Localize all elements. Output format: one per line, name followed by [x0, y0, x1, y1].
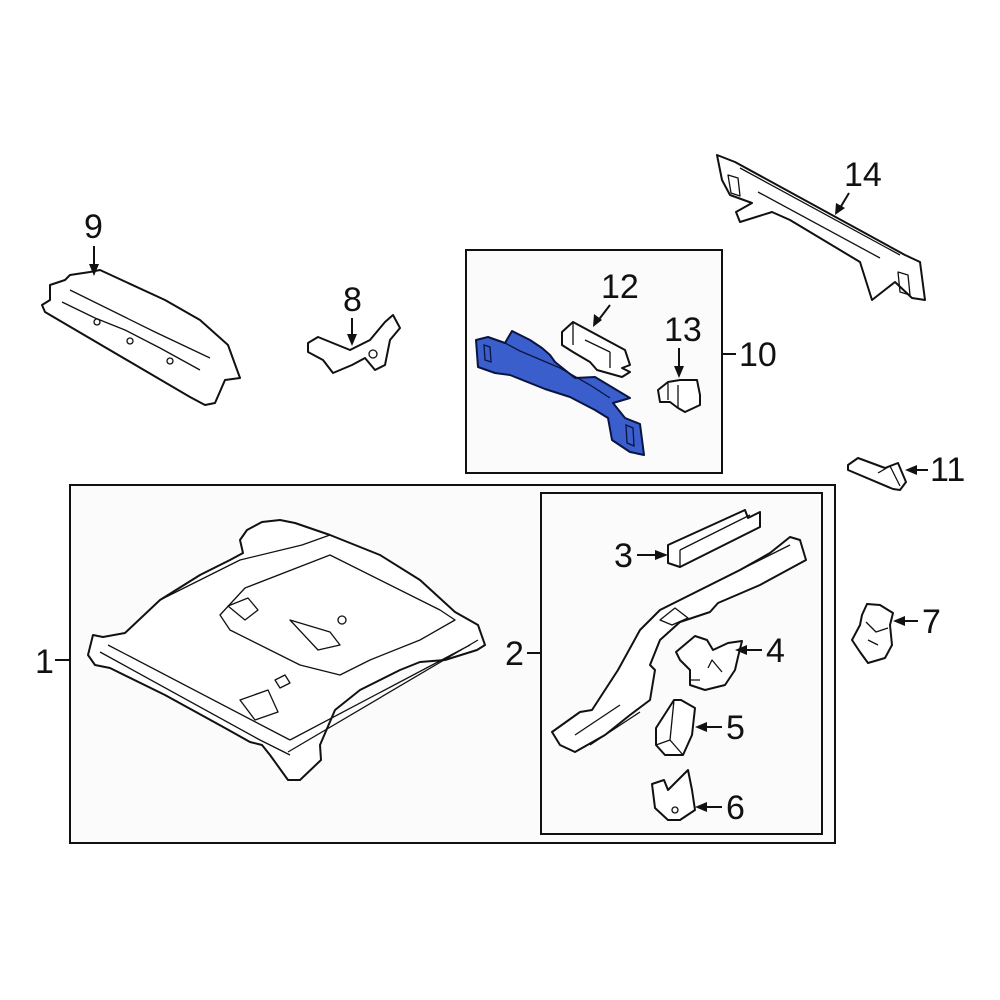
part-14-crossmember[interactable] — [716, 154, 926, 301]
part-1-floor-pan[interactable] — [87, 519, 486, 781]
callout-7[interactable]: 7 — [922, 603, 941, 641]
callout-6[interactable]: 6 — [726, 789, 745, 827]
part-9-floor-side-member[interactable] — [41, 269, 241, 406]
callout-10[interactable]: 10 — [739, 336, 777, 374]
callout-14[interactable]: 14 — [844, 156, 882, 194]
part-11-extension[interactable] — [847, 457, 907, 491]
leader-lines — [55, 192, 928, 812]
part-7-bracket[interactable] — [851, 603, 894, 664]
part-13-bracket[interactable] — [657, 379, 701, 413]
callout-1[interactable]: 1 — [35, 643, 54, 681]
callout-5[interactable]: 5 — [726, 709, 745, 747]
part-2-side-rail[interactable] — [551, 536, 807, 753]
part-8-bracket[interactable] — [307, 314, 401, 374]
callout-3[interactable]: 3 — [614, 537, 633, 575]
part-10-crossmember-highlighted[interactable] — [475, 330, 645, 456]
part-12-reinforcement[interactable] — [561, 321, 631, 378]
callout-8[interactable]: 8 — [343, 281, 362, 319]
callout-11[interactable]: 11 — [930, 451, 966, 489]
callout-9[interactable]: 9 — [84, 208, 103, 246]
part-6-bracket[interactable] — [651, 769, 696, 821]
callout-13[interactable]: 13 — [664, 311, 702, 349]
callout-4[interactable]: 4 — [766, 632, 785, 670]
part-5-reinforcement[interactable] — [655, 699, 696, 756]
part-3-rail-reinforcement[interactable] — [667, 509, 761, 568]
callout-12[interactable]: 12 — [601, 268, 639, 306]
callout-2[interactable]: 2 — [505, 635, 524, 673]
part-4-bracket[interactable] — [675, 635, 743, 691]
